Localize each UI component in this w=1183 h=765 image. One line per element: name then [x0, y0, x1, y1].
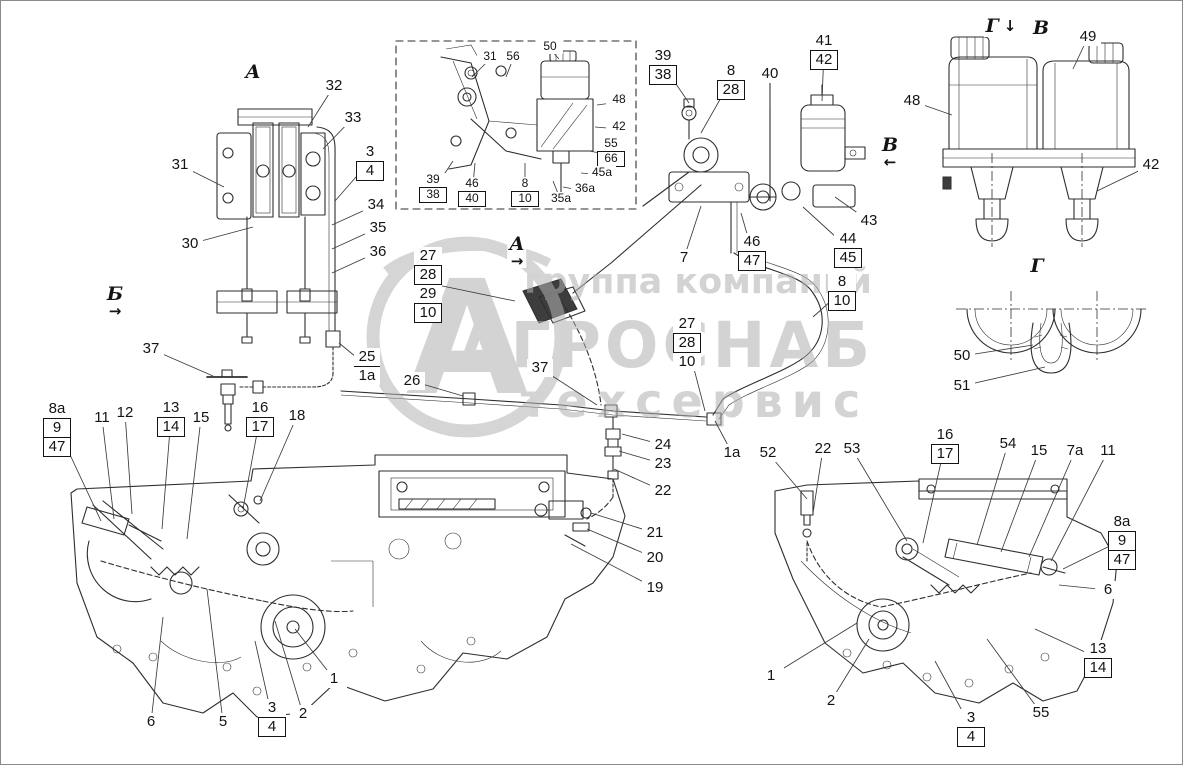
- leader-line: [618, 450, 664, 465]
- watermark-line2: АГРОСНАБ: [458, 309, 874, 382]
- leader-line: [189, 226, 254, 245]
- leader-line: [471, 162, 476, 196]
- leader-line: [570, 543, 656, 589]
- leader-line: [986, 638, 1042, 714]
- leader-line: [683, 205, 702, 259]
- leader-line: [1050, 450, 1109, 562]
- leader-line: [1096, 164, 1152, 192]
- leader-line: [911, 100, 953, 116]
- leader-line: [150, 348, 214, 377]
- leader-line: [307, 85, 335, 128]
- leader-line: [1034, 628, 1099, 659]
- leader-line: [56, 426, 102, 522]
- leader-line: [1058, 584, 1109, 591]
- leader-line: [206, 588, 224, 723]
- leader-line: [274, 620, 304, 715]
- leader-line: [802, 206, 849, 249]
- leader-line: [834, 196, 870, 222]
- leader-line: [294, 628, 335, 680]
- leader-line: [767, 452, 808, 500]
- leader-line: [331, 227, 379, 250]
- leader-line: [961, 344, 1034, 357]
- right-housing: [774, 478, 1118, 704]
- leader-line: [613, 468, 664, 492]
- leader-line: [922, 443, 946, 544]
- leader-line: [432, 160, 454, 192]
- valve-37: [206, 369, 248, 432]
- assembly-a-master-cylinders: [216, 108, 341, 394]
- leader-line: [976, 443, 1009, 546]
- leader-line: [338, 342, 368, 367]
- leader-line: [186, 417, 202, 540]
- left-housing: [70, 454, 626, 718]
- leader-line: [821, 49, 825, 102]
- leader-line: [586, 528, 656, 559]
- view-g-clamp: [956, 291, 1146, 374]
- leader-line: [961, 366, 1046, 387]
- leader-line: [322, 117, 354, 150]
- leader-line: [552, 180, 562, 202]
- leader-line: [505, 58, 514, 78]
- leader-line: [621, 433, 664, 446]
- leader-line: [254, 640, 273, 718]
- leader-line: [242, 416, 261, 510]
- leader-line: [700, 79, 732, 134]
- leader-line: [427, 282, 516, 302]
- watermark-logo-leaf: [383, 241, 552, 275]
- pipelines: [340, 300, 707, 547]
- leader-line: [594, 126, 620, 130]
- leader-line: [331, 251, 379, 274]
- leader-line: [596, 101, 620, 106]
- leader-line: [1000, 450, 1040, 553]
- watermark: А группа компаний АГРОСНАБ техсервис: [366, 236, 874, 438]
- leader-line: [588, 150, 612, 156]
- leader-line: [590, 512, 656, 534]
- leader-line: [830, 638, 870, 702]
- leader-line: [259, 415, 298, 502]
- leader-line: [662, 64, 690, 104]
- leader-line: [851, 448, 908, 542]
- leader-line: [1028, 450, 1076, 558]
- watermark-line3: техсервис: [521, 374, 870, 428]
- leader-line: [124, 412, 133, 515]
- watermark-line1: группа компаний: [524, 262, 872, 302]
- leader-line: [812, 448, 824, 514]
- leader-line: [1072, 36, 1089, 70]
- leader-line: [334, 160, 371, 202]
- leader-line: [580, 172, 603, 176]
- leader-line: [150, 616, 164, 723]
- leader-line: [161, 416, 172, 530]
- view-b-reservoirs: [942, 36, 1136, 247]
- leader-line: [331, 204, 377, 226]
- inset-detail-box: [395, 40, 637, 210]
- leader-line: [740, 212, 753, 252]
- leader-line: [562, 186, 586, 192]
- leader-line: [101, 417, 115, 520]
- leader-line: [770, 622, 858, 677]
